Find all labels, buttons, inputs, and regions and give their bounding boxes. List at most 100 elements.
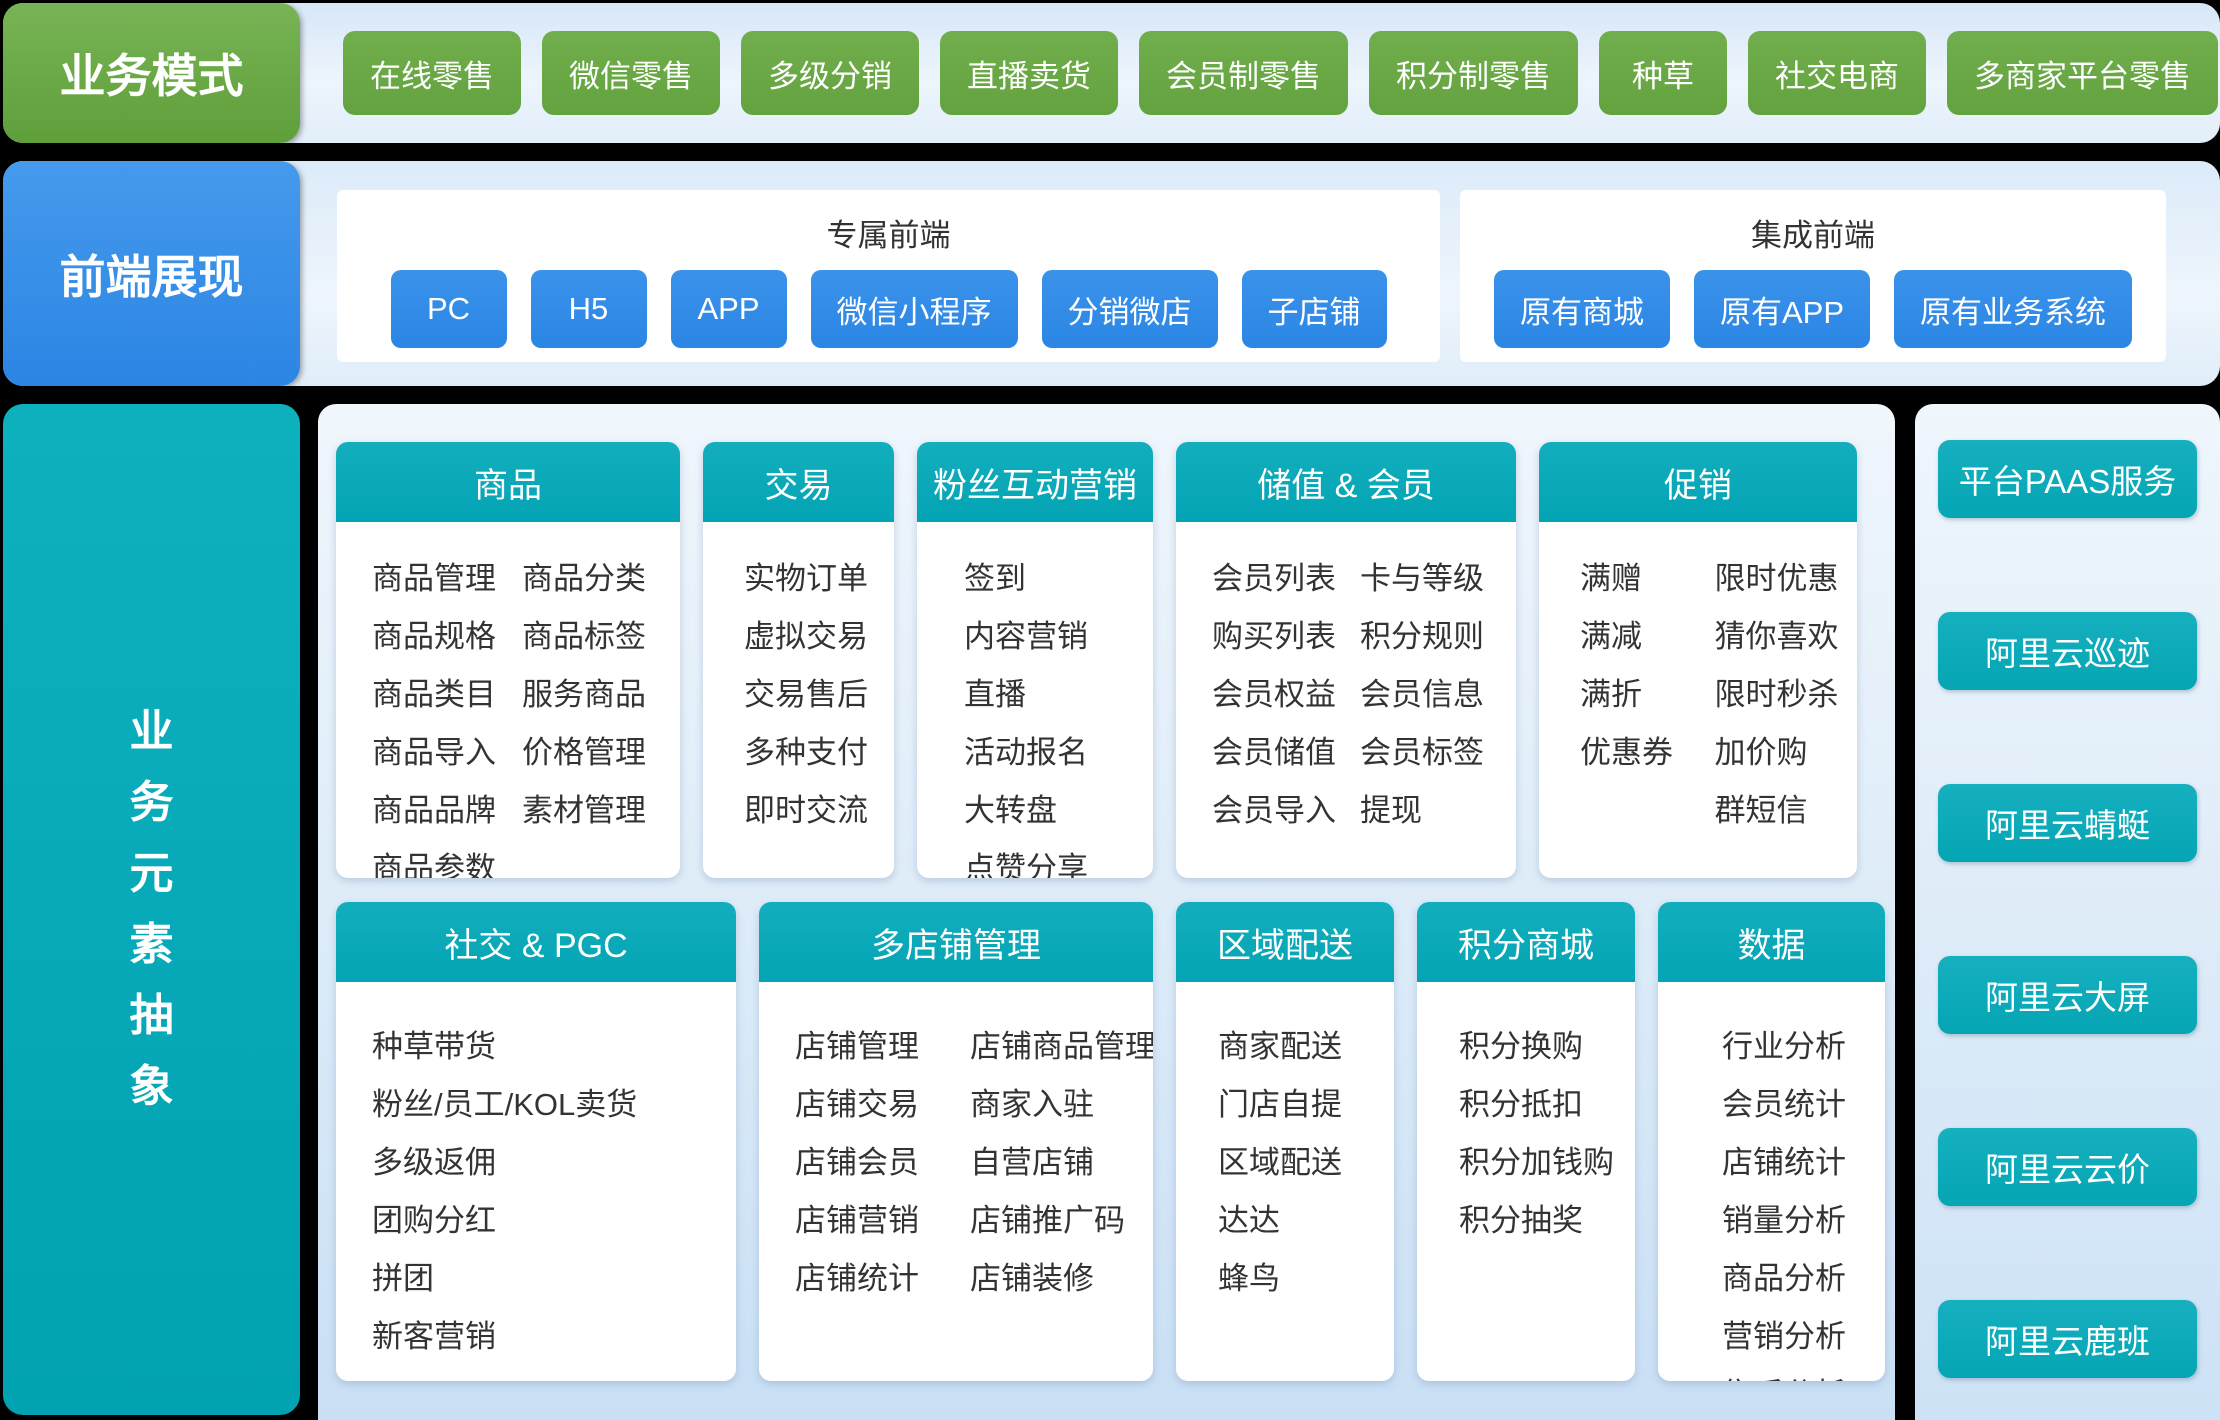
feature-item: 积分抽奖 xyxy=(1459,1203,1583,1238)
label-char: 元 xyxy=(129,849,174,898)
feature-item: 满赠 xyxy=(1580,561,1642,596)
business-mode-button[interactable]: 多级分销 xyxy=(741,31,919,115)
feature-item: 积分规则 xyxy=(1360,619,1484,654)
feature-item: 自营店铺 xyxy=(970,1145,1094,1180)
paas-service-button[interactable]: 阿里云大屏 xyxy=(1938,956,2197,1034)
card-promotion-title: 促销 xyxy=(1539,442,1857,522)
feature-item: 会员信息 xyxy=(1360,677,1484,712)
feature-item: 店铺会员 xyxy=(795,1145,919,1180)
business-elements-label: 业务元素抽象 xyxy=(3,404,300,1415)
feature-item: 区域配送 xyxy=(1218,1145,1342,1180)
feature-item: 交易售后 xyxy=(744,677,868,712)
card-data-title: 数据 xyxy=(1658,902,1885,982)
feature-item: 店铺统计 xyxy=(1722,1145,1846,1180)
feature-item: 会员列表 xyxy=(1212,561,1336,596)
feature-item: 店铺装修 xyxy=(970,1261,1094,1296)
feature-item: 蜂鸟 xyxy=(1218,1261,1280,1296)
business-mode-button[interactable]: 多商家平台零售 xyxy=(1947,31,2218,115)
feature-item: 优惠券 xyxy=(1580,735,1673,770)
feature-item: 商品分类 xyxy=(522,561,646,596)
feature-item: 商家配送 xyxy=(1218,1029,1342,1064)
card-social-pgc-col1: 种草带货粉丝/员工/KOL卖货多级返佣团购分红拼团新客营销 xyxy=(372,1018,728,1366)
feature-item: 加价购 xyxy=(1714,735,1808,770)
feature-item: 会员储值 xyxy=(1212,735,1336,770)
frontend-button[interactable]: 原有APP xyxy=(1693,270,1871,348)
business-mode-button[interactable]: 会员制零售 xyxy=(1139,31,1348,115)
label-char: 象 xyxy=(129,1062,174,1111)
card-regional-delivery-col1: 商家配送门店自提区域配送达达蜂鸟 xyxy=(1218,1018,1386,1308)
business-mode-button[interactable]: 社交电商 xyxy=(1748,31,1926,115)
feature-item: 会员标签 xyxy=(1360,735,1484,770)
feature-item: 素材管理 xyxy=(522,793,646,828)
frontend-button[interactable]: 微信小程序 xyxy=(810,270,1018,348)
business-mode-row: 业务模式 在线零售微信零售多级分销直播卖货会员制零售积分制零售种草社交电商多商家… xyxy=(3,3,2220,143)
business-elements-area: 商品 商品管理商品规格商品类目商品导入商品品牌商品参数 商品分类商品标签服务商品… xyxy=(318,404,1895,1420)
frontend-button[interactable]: 子店铺 xyxy=(1241,270,1387,348)
feature-item: 服务商品 xyxy=(522,677,646,712)
card-promotion: 促销 满赠满减满折优惠券 限时优惠猜你喜欢限时秒杀加价购群短信 xyxy=(1539,442,1857,878)
frontend-button[interactable]: 分销微店 xyxy=(1041,270,1218,348)
feature-item: 群短信 xyxy=(1714,793,1808,828)
feature-item: 积分加钱购 xyxy=(1459,1145,1614,1180)
feature-item: 满减 xyxy=(1580,619,1642,654)
business-mode-button[interactable]: 积分制零售 xyxy=(1369,31,1578,115)
card-social-pgc-title: 社交 & PGC xyxy=(336,902,736,982)
feature-item: 签到 xyxy=(964,561,1026,596)
feature-item: 即时交流 xyxy=(744,793,868,828)
integrated-frontend-title: 集成前端 xyxy=(1751,218,1875,253)
feature-item: 限时优惠 xyxy=(1714,561,1839,596)
card-trade-col1: 实物订单虚拟交易交易售后多种支付即时交流 xyxy=(744,550,886,840)
feature-item: 购买列表 xyxy=(1212,619,1336,654)
card-social-pgc: 社交 & PGC 种草带货粉丝/员工/KOL卖货多级返佣团购分红拼团新客营销 xyxy=(336,902,736,1381)
frontend-button[interactable]: APP xyxy=(670,270,787,348)
integrated-frontend-panel: 集成前端 原有商城原有APP 原有业务系统 xyxy=(1460,190,2166,362)
frontend-button[interactable]: 原有业务系统 xyxy=(1894,270,2133,348)
paas-service-button[interactable]: 平台PAAS服务 xyxy=(1938,440,2197,518)
feature-item: 实物订单 xyxy=(744,561,868,596)
feature-item: 营销分析 xyxy=(1722,1319,1846,1354)
card-stored-value-members-title: 储值 & 会员 xyxy=(1176,442,1516,522)
label-char: 务 xyxy=(129,778,174,827)
paas-service-button[interactable]: 阿里云鹿班 xyxy=(1938,1300,2197,1378)
label-char: 素 xyxy=(129,920,174,969)
frontend-button[interactable]: 原有商城 xyxy=(1493,270,1670,348)
paas-service-button[interactable]: 阿里云蜻蜓 xyxy=(1938,784,2197,862)
feature-item: 大转盘 xyxy=(964,793,1057,828)
feature-item: 商品分析 xyxy=(1722,1261,1846,1296)
cards-row-top: 商品 商品管理商品规格商品类目商品导入商品品牌商品参数 商品分类商品标签服务商品… xyxy=(336,442,1857,878)
feature-item: 会员导入 xyxy=(1212,793,1336,828)
card-multi-store-col2: 店铺商品管理商家入驻自营店铺店铺推广码店铺装修 xyxy=(970,1018,1153,1308)
feature-item: 商品类目 xyxy=(372,677,496,712)
frontend-button[interactable]: PC xyxy=(390,270,507,348)
feature-item: 店铺管理 xyxy=(795,1029,919,1064)
feature-item: 店铺交易 xyxy=(795,1087,919,1122)
label-char: 业 xyxy=(129,707,174,756)
feature-item: 店铺统计 xyxy=(795,1261,919,1296)
feature-item: 会员统计 xyxy=(1722,1087,1846,1122)
paas-service-button[interactable]: 阿里云云价 xyxy=(1938,1128,2197,1206)
feature-item: 商品标签 xyxy=(522,619,646,654)
feature-item: 商品参数 xyxy=(372,851,496,878)
feature-item: 会员权益 xyxy=(1212,677,1336,712)
card-products-col2: 商品分类商品标签服务商品价格管理素材管理 xyxy=(522,550,672,878)
business-mode-button[interactable]: 种草 xyxy=(1599,31,1727,115)
feature-item: 门店自提 xyxy=(1218,1087,1342,1122)
frontend-button[interactable]: H5 xyxy=(530,270,647,348)
feature-item: 直播 xyxy=(964,677,1026,712)
paas-service-button[interactable]: 阿里云巡迹 xyxy=(1938,612,2197,690)
feature-item: 提现 xyxy=(1360,793,1422,828)
feature-item: 商品导入 xyxy=(372,735,496,770)
business-mode-label: 业务模式 xyxy=(3,3,300,143)
card-regional-delivery-title: 区域配送 xyxy=(1176,902,1394,982)
business-mode-button[interactable]: 微信零售 xyxy=(542,31,720,115)
feature-item: 行业分析 xyxy=(1722,1029,1846,1064)
card-stored-value-members: 储值 & 会员 会员列表购买列表会员权益会员储值会员导入 卡与等级积分规则会员信… xyxy=(1176,442,1516,878)
card-data: 数据 行业分析会员统计店铺统计销量分析商品分析营销分析售后分析 xyxy=(1658,902,1885,1381)
label-char: 抽 xyxy=(129,991,174,1040)
dedicated-frontend-buttons: PC H5 APP 微信小程序分销微店子店铺 xyxy=(337,270,1440,348)
feature-item: 满折 xyxy=(1580,677,1642,712)
business-mode-button[interactable]: 直播卖货 xyxy=(940,31,1118,115)
business-mode-buttons: 在线零售微信零售多级分销直播卖货会员制零售积分制零售种草社交电商多商家平台零售 xyxy=(343,31,2218,115)
business-mode-button[interactable]: 在线零售 xyxy=(343,31,521,115)
